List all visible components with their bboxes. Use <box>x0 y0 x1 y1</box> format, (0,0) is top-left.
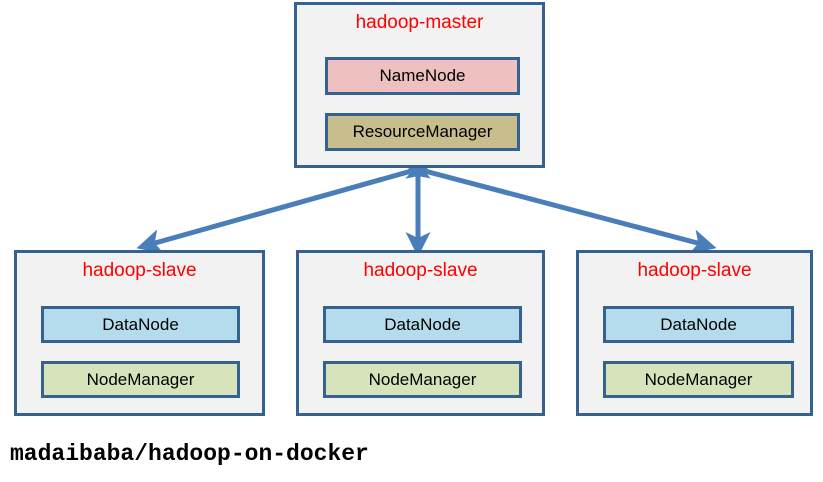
service-nodemanager-2: NodeManager <box>323 361 522 398</box>
arrow-master-to-slave-1 <box>136 154 431 254</box>
service-namenode: NameNode <box>325 57 520 95</box>
service-resourcemanager: ResourceManager <box>325 113 520 151</box>
arrow-master-to-slave-3 <box>405 154 717 254</box>
service-datanode-2: DataNode <box>323 306 522 343</box>
service-nodemanager-3: NodeManager <box>603 361 794 398</box>
hadoop-slave-title-1: hadoop-slave <box>82 260 197 281</box>
hadoop-slave-node-2: hadoop-slave DataNode NodeManager <box>296 250 545 416</box>
hadoop-master-title: hadoop-master <box>355 12 484 33</box>
hadoop-slave-node-3: hadoop-slave DataNode NodeManager <box>576 250 813 416</box>
hadoop-slave-node-1: hadoop-slave DataNode NodeManager <box>14 250 265 416</box>
service-nodemanager-1: NodeManager <box>41 361 240 398</box>
hadoop-slave-title-3: hadoop-slave <box>637 260 752 281</box>
hadoop-slave-title-2: hadoop-slave <box>363 260 478 281</box>
service-datanode-1: DataNode <box>41 306 240 343</box>
diagram-caption: madaibaba/hadoop-on-docker <box>10 441 369 467</box>
service-datanode-3: DataNode <box>603 306 794 343</box>
hadoop-master-node: hadoop-master NameNode ResourceManager <box>294 2 545 168</box>
